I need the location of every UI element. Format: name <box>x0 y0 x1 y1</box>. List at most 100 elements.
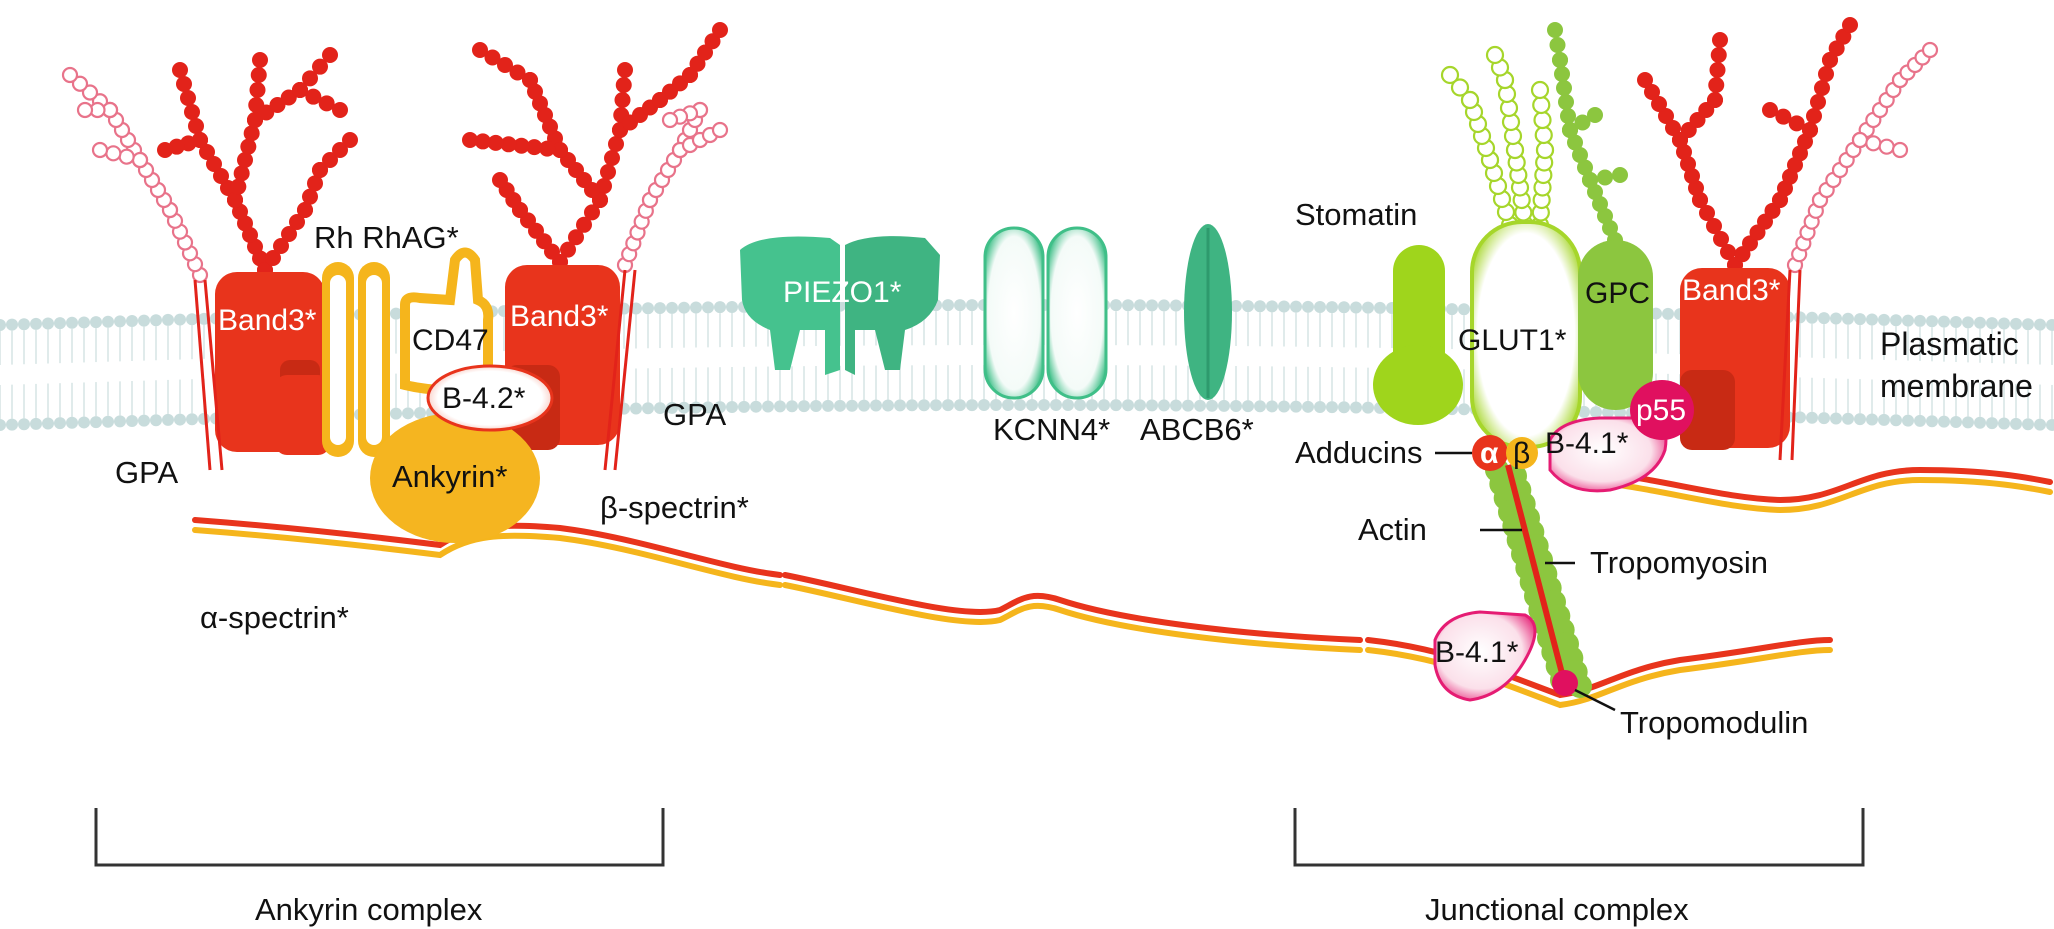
lipid-head <box>738 400 750 413</box>
glycan-bead <box>1460 90 1480 110</box>
glycan-bead <box>1597 169 1613 186</box>
lipid-head <box>1662 307 1674 320</box>
b41-protein-top <box>1548 416 1668 493</box>
glycan-bead <box>302 188 318 205</box>
glycan-bead <box>302 70 318 87</box>
glycan-bead <box>711 121 729 139</box>
glycan-bead <box>233 165 250 182</box>
lipid-head <box>1458 403 1470 416</box>
glycan-bead <box>312 162 328 178</box>
glycan-bead <box>81 84 99 101</box>
glycan-bead <box>1810 94 1826 110</box>
lipid-head <box>1866 313 1878 326</box>
lipid-head <box>630 302 642 315</box>
gpa-far-right-helix <box>1778 269 1802 461</box>
label-p55: p55 <box>1636 394 1686 427</box>
lipid-head <box>750 400 762 413</box>
lipid-head <box>978 399 990 412</box>
lipid-head <box>714 301 726 314</box>
label-stomatin: Stomatin <box>1295 197 1417 232</box>
glycan-bead <box>322 47 338 63</box>
lipid-head <box>402 407 414 420</box>
lipid-head <box>102 315 114 328</box>
glycan-bead <box>61 66 79 84</box>
lipid-head <box>1170 299 1182 312</box>
glycan-bead <box>1577 159 1593 176</box>
glycan-bead <box>1720 244 1736 260</box>
lipid-head <box>966 299 978 312</box>
lipid-head <box>138 314 150 327</box>
lipid-head <box>1242 400 1254 413</box>
lipid-head <box>1062 399 1074 412</box>
pointer-lines <box>1435 451 1616 712</box>
lipid-head <box>0 319 6 331</box>
lipid-head <box>1290 400 1302 413</box>
bracket-ankyrin-complex <box>94 808 665 867</box>
lipid-head <box>762 400 774 413</box>
lipid-head <box>1362 301 1374 314</box>
label-band3-middle: Band3* <box>510 300 609 333</box>
lipid-head <box>1950 316 1962 329</box>
lipid-head <box>666 301 678 314</box>
lipid-head <box>1854 313 1866 326</box>
label-b41-bottom: B-4.1* <box>1435 636 1519 669</box>
lipid-head <box>1878 413 1890 426</box>
spectrin-yellow-strand-2 <box>782 582 1363 653</box>
glycan-bead <box>712 22 728 38</box>
gpa-left-helix <box>193 279 224 471</box>
glycan-bead <box>604 150 620 166</box>
lipid-head <box>666 401 678 414</box>
lipid-head <box>1206 399 1218 412</box>
lipid-head <box>954 299 966 312</box>
glycan-bead <box>105 145 122 162</box>
lipid-head <box>186 313 198 326</box>
lipid-head <box>1170 399 1182 412</box>
glycan-bead <box>206 156 222 172</box>
lipid-head <box>1326 401 1338 414</box>
label-actin: Actin <box>1358 512 1427 547</box>
glycan-bead <box>250 67 267 83</box>
lipid-head <box>1266 300 1278 313</box>
glycan-bead <box>608 136 624 152</box>
glycan-bead <box>281 226 297 242</box>
lipid-head <box>930 399 942 412</box>
label-ankyrin: Ankyrin* <box>392 459 507 494</box>
lipid-head <box>150 314 162 327</box>
glycan-bead <box>1558 94 1574 110</box>
glycan-bead <box>600 164 616 180</box>
lipid-head <box>678 401 690 414</box>
lipid-head <box>1362 401 1374 414</box>
lipid-head <box>2022 318 2034 331</box>
lipid-head <box>1302 300 1314 313</box>
label-b42: B-4.2* <box>442 382 526 415</box>
lipid-head <box>942 399 954 412</box>
glycan-bead <box>1644 84 1660 100</box>
glycan-bead <box>500 136 517 153</box>
glycan-bead <box>526 139 543 156</box>
glycan-bead <box>1560 108 1576 124</box>
lipid-head <box>1110 299 1122 312</box>
glycan-bead <box>1549 37 1566 53</box>
label-rh-rhag: Rh RhAG* <box>314 220 459 255</box>
glycan-bead <box>297 202 313 218</box>
lipid-head <box>1974 316 1986 329</box>
lipid-head <box>1254 400 1266 413</box>
lipid-head <box>1110 399 1122 412</box>
glycan-bead <box>249 82 266 98</box>
lipid-head <box>1830 412 1842 425</box>
glycan-bead <box>1775 108 1792 125</box>
lipid-head <box>1278 400 1290 413</box>
lipid-head <box>1590 406 1602 419</box>
glycan-bead <box>1658 108 1674 124</box>
glycan-bead <box>539 140 556 157</box>
glycan-bead <box>704 33 721 50</box>
lipid-head <box>642 302 654 315</box>
lipid-head <box>906 399 918 412</box>
glycan-bead <box>269 97 286 113</box>
glycan-bead <box>1556 80 1572 96</box>
lipid-head <box>1842 412 1854 425</box>
lipid-head <box>1266 400 1278 413</box>
lipid-head <box>54 317 66 330</box>
b41-protein-bottom <box>1433 610 1537 702</box>
lipid-head <box>1086 399 1098 412</box>
